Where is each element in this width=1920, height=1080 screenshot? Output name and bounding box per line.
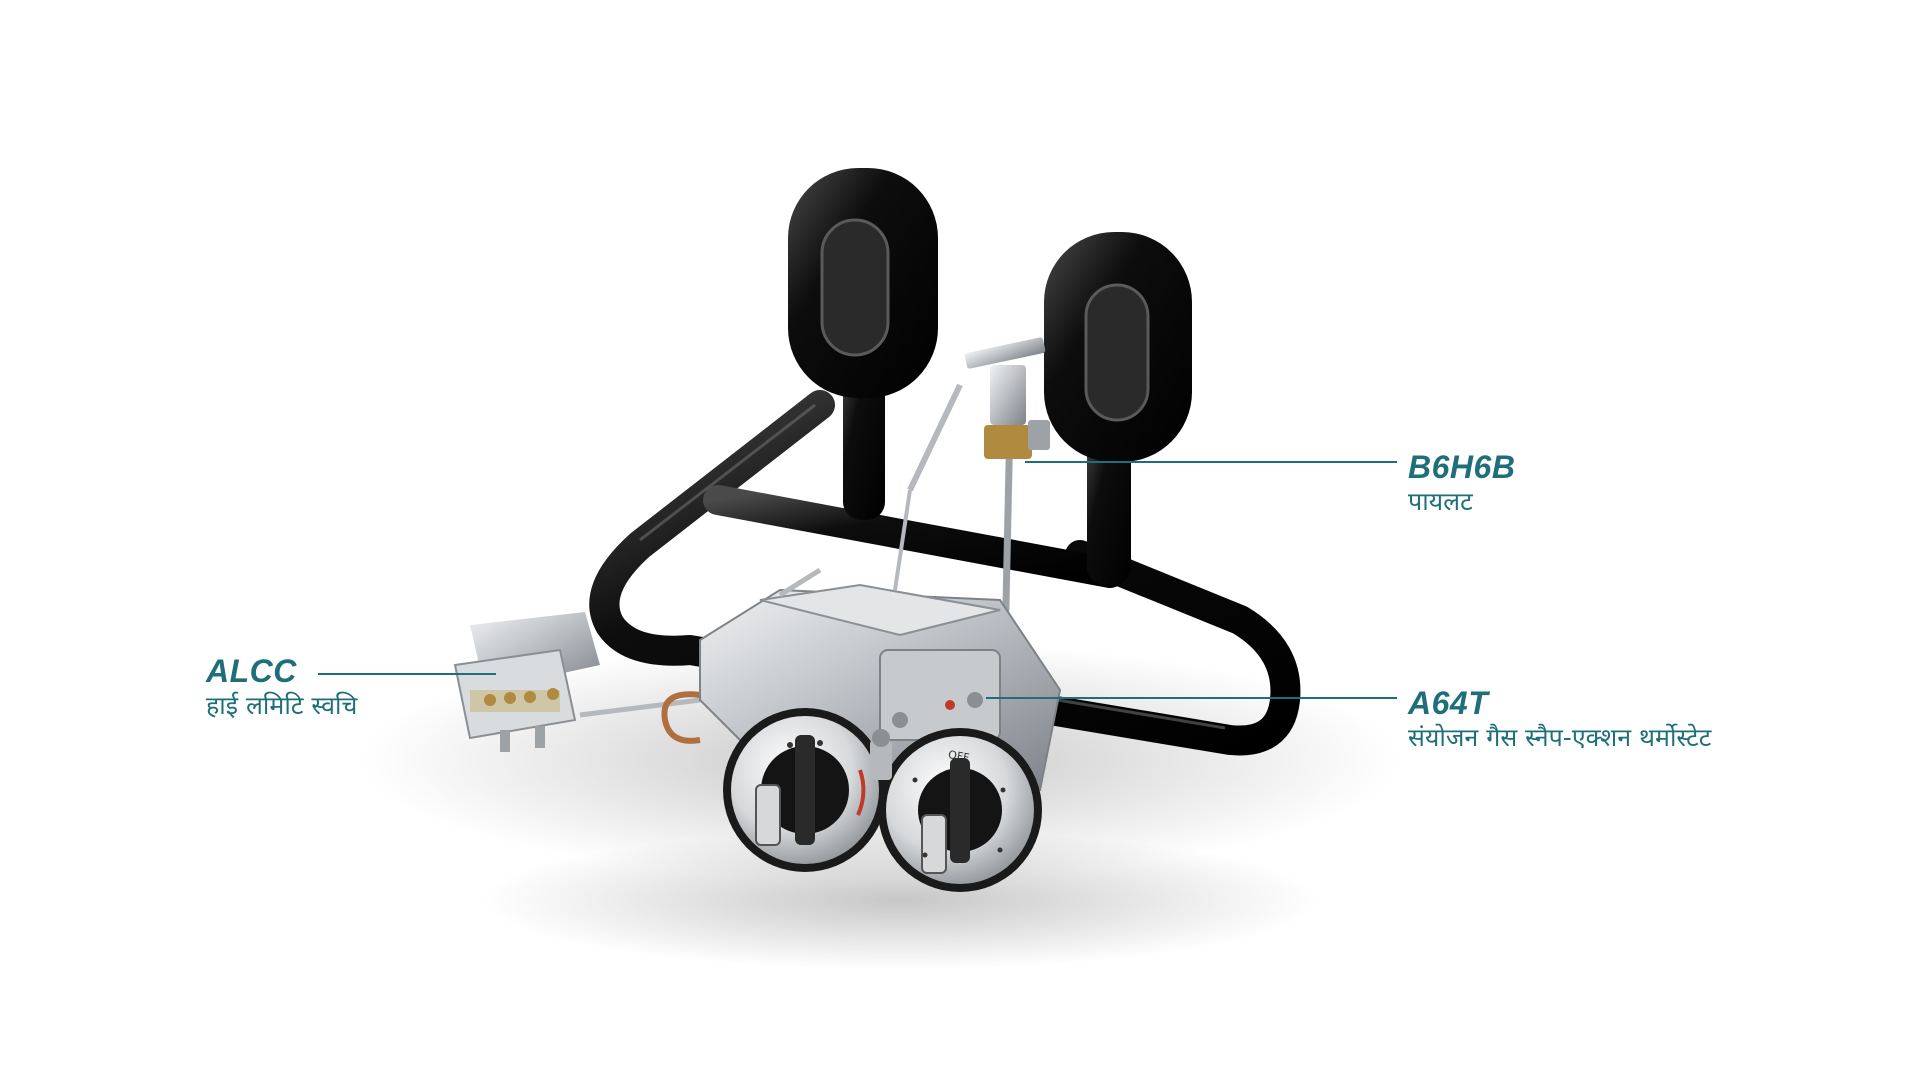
leader-line-high-limit-switch	[318, 673, 496, 675]
valve-bolt	[892, 712, 908, 728]
leader-line-thermostat	[986, 697, 1397, 699]
callout-description: पायलट	[1408, 487, 1473, 516]
callout-code: A64T	[1408, 685, 1489, 721]
thermocouple-lead	[907, 383, 963, 492]
left-burner-slot	[820, 218, 890, 357]
valve-fitting	[870, 740, 892, 780]
thermocouple-lead	[893, 489, 912, 591]
pilot-bracket	[1028, 420, 1050, 450]
callout-high-limit-switch: ALCC हाई लमिटि स्वचि	[206, 652, 357, 722]
burner-pipe-crossbar	[703, 485, 1125, 588]
valve-bolt	[967, 692, 983, 708]
right-dial-off-label: OFF	[947, 748, 970, 765]
callout-pilot: B6H6B पायलट	[1408, 448, 1515, 518]
callout-code: B6H6B	[1408, 449, 1516, 485]
right-control-knob: OFF	[878, 728, 1042, 892]
callout-thermostat: A64T संयोजन गैस स्नैप-एक्शन थर्मोस्टेट	[1408, 684, 1711, 754]
pilot-hood	[964, 337, 1046, 369]
valve-red-marker	[945, 700, 955, 710]
copper-tube	[661, 691, 701, 744]
gas-tube	[778, 567, 822, 598]
callout-description: हाई लमिटि स्वचि	[206, 691, 358, 720]
callout-description: संयोजन गैस स्नैप-एक्शन थर्मोस्टेट	[1408, 723, 1712, 752]
high-limit-switch	[453, 612, 701, 752]
left-control-knob	[723, 708, 887, 872]
pilot-body	[990, 365, 1026, 425]
valve-fitting	[872, 729, 890, 747]
right-burner-slot	[1084, 283, 1150, 422]
pipe-highlight	[639, 403, 816, 542]
valve-top-plate	[759, 583, 1001, 637]
pilot-brass-fitting	[984, 425, 1032, 459]
callout-code: ALCC	[206, 653, 297, 689]
leader-line-pilot	[1025, 461, 1397, 463]
